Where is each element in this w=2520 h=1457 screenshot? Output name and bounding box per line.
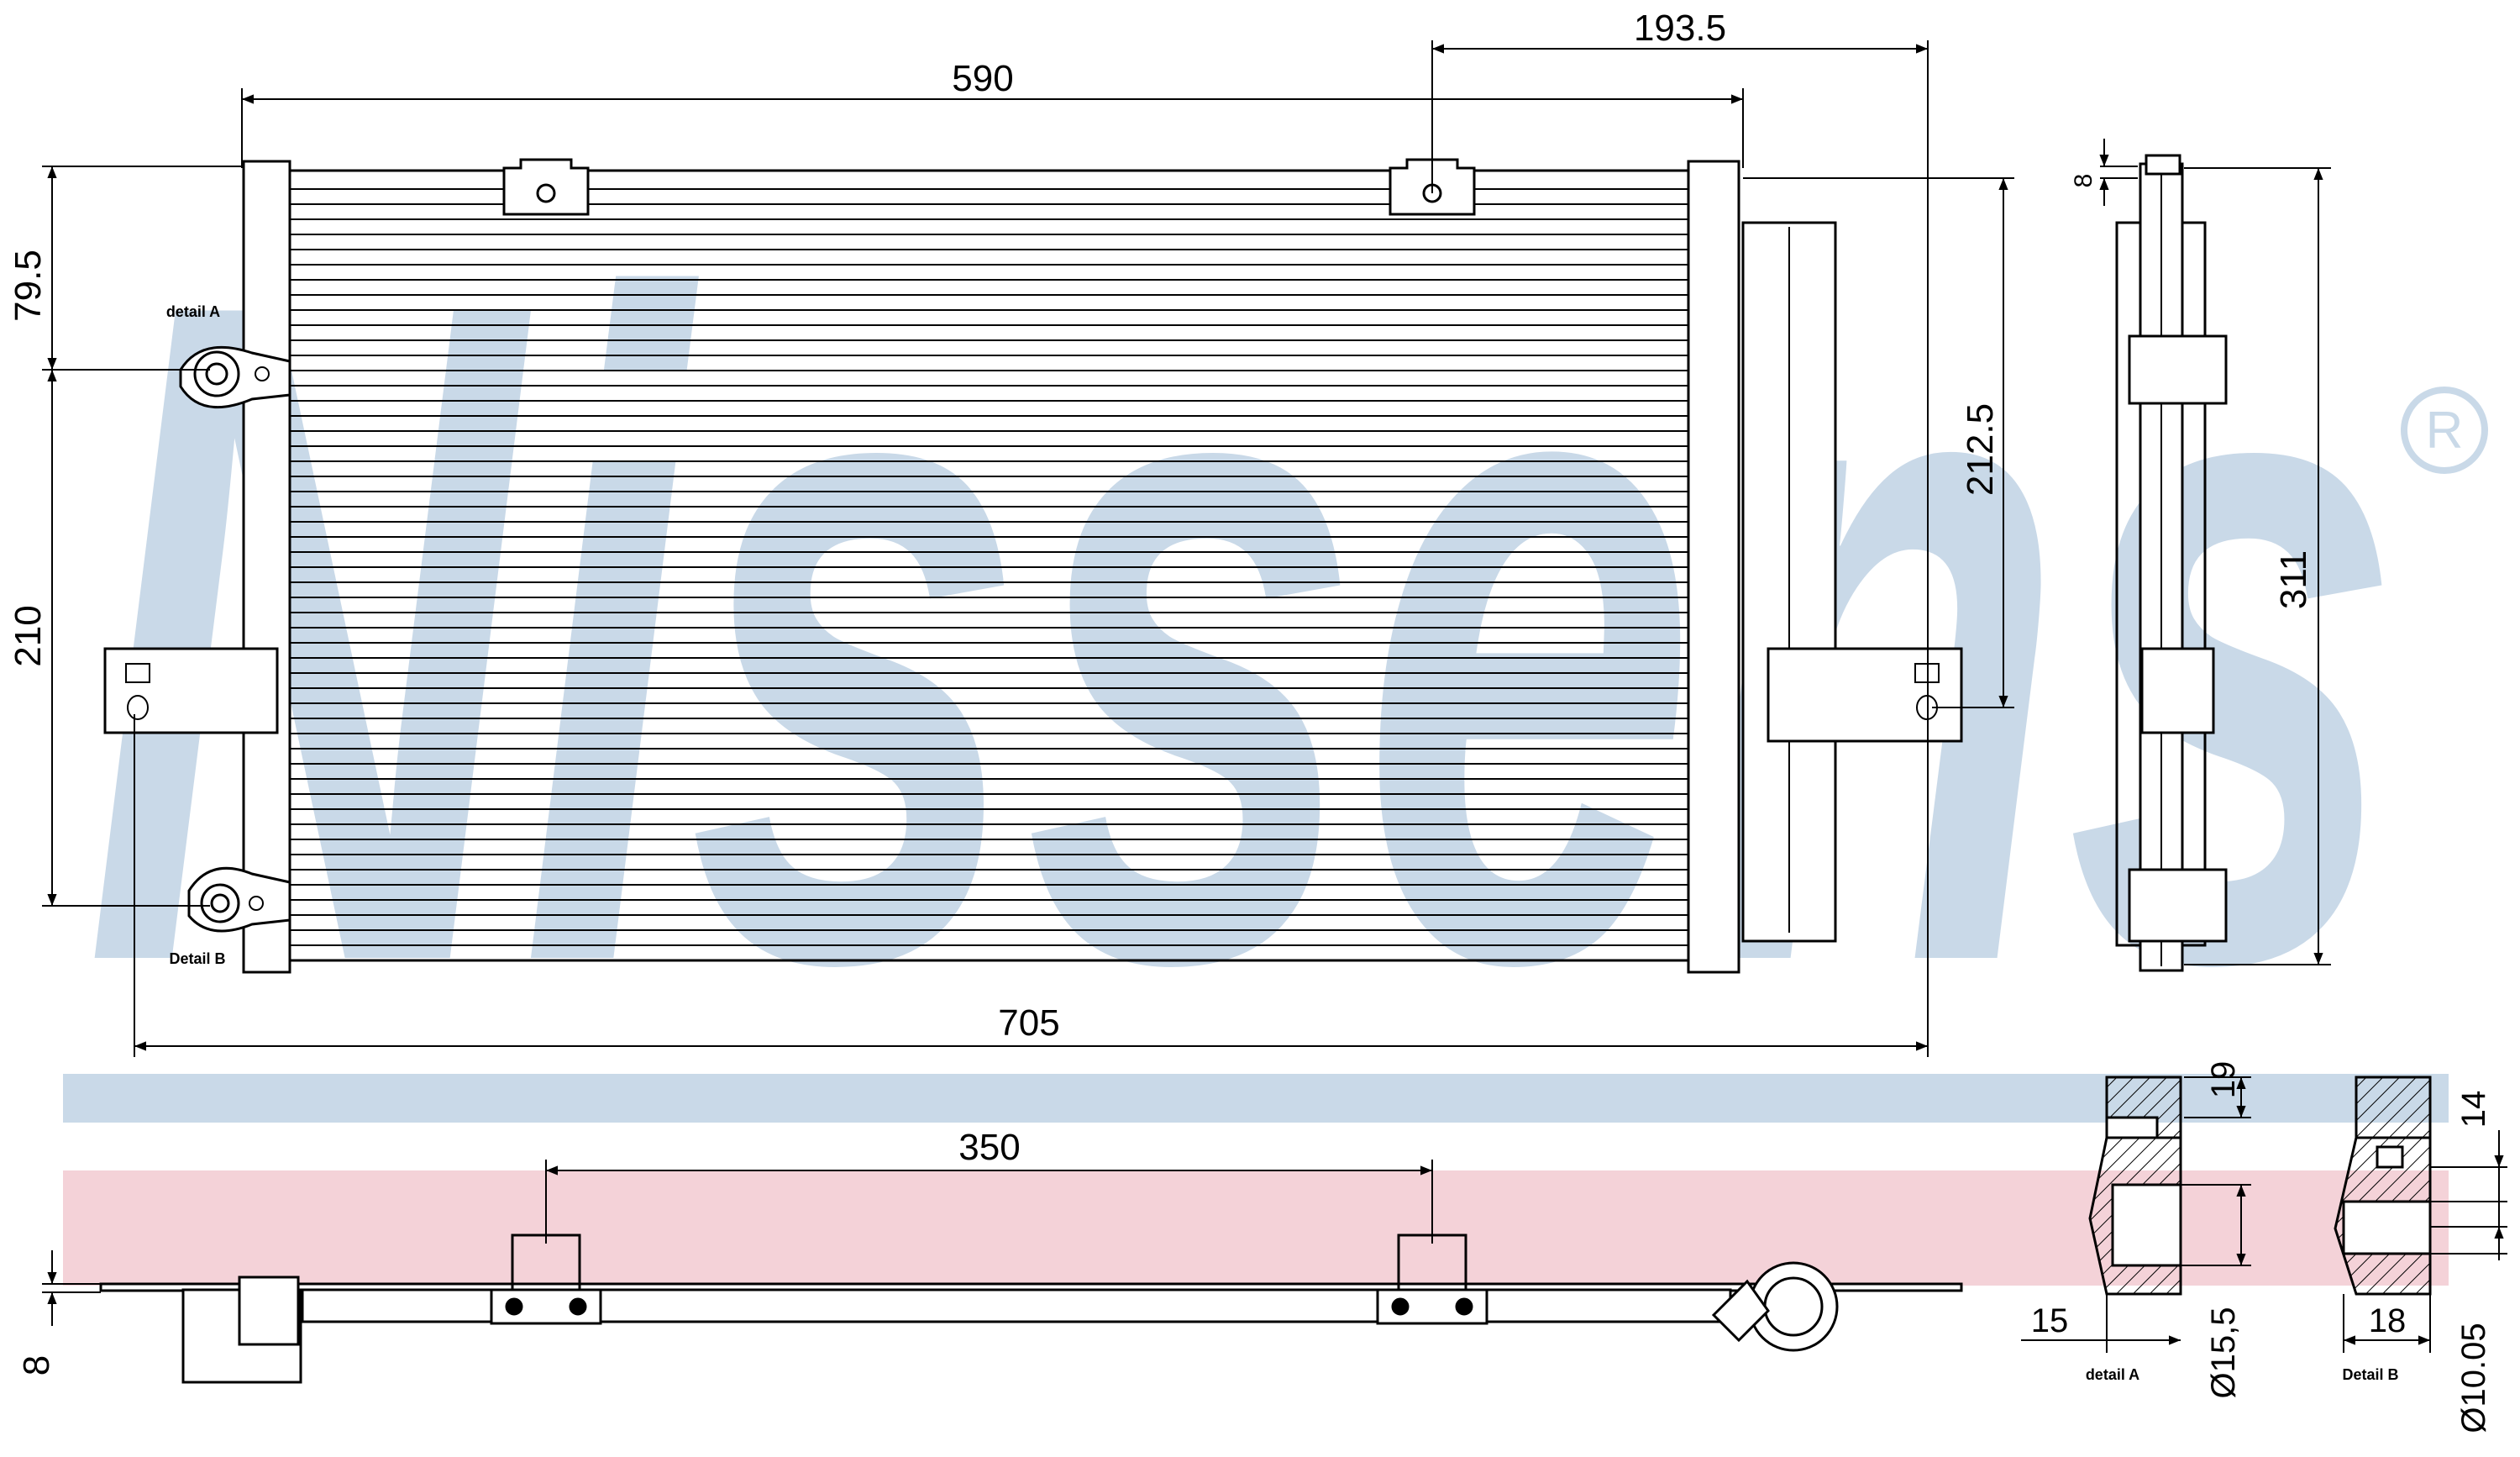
- right-side-bracket: [1767, 647, 1963, 743]
- registered-mark-r: R: [2426, 402, 2464, 460]
- label-section-detail-b: Detail B: [2342, 1366, 2398, 1383]
- core-tubes: [286, 188, 1693, 946]
- condenser-side-view: [2099, 139, 2331, 972]
- front-dimension-text: 590 193.5 705 79.5 210 212.5 detail A De…: [8, 8, 2001, 1044]
- dim-bracket-spacing: 350: [958, 1127, 1020, 1168]
- dim-top-right-offset: 193.5: [1634, 8, 1726, 49]
- dim-bottom-thickness: 8: [16, 1355, 57, 1375]
- condenser-bottom-view: [42, 1160, 1963, 1384]
- dim-side-top-tab: 8: [2070, 174, 2097, 188]
- dim-right-bracket-height: 212.5: [1960, 403, 2001, 496]
- left-side-bracket: [103, 647, 279, 734]
- dim-left-upper-height: 79.5: [8, 250, 49, 322]
- detail-a-diameter: Ø15,5: [2205, 1307, 2242, 1399]
- bottom-dimension-text: 350 8: [16, 1127, 1021, 1375]
- dim-top-width: 590: [952, 58, 1013, 99]
- fitting-detail-a: [179, 345, 291, 409]
- watermark-blue-band: [63, 1074, 2449, 1123]
- right-tank: [1687, 160, 1740, 974]
- detail-b-depth: 18: [2369, 1302, 2407, 1339]
- dim-side-height: 311: [2273, 550, 2314, 609]
- dim-left-lower-height: 210: [8, 605, 49, 666]
- registered-mark-circle: [2401, 387, 2488, 474]
- label-front-detail-b: Detail B: [169, 950, 225, 967]
- label-front-detail-a: detail A: [166, 303, 220, 320]
- front-dimensions: [42, 40, 2014, 1057]
- section-detail-b-text: 14 18 Ø10.05 Detail B: [2342, 1091, 2492, 1433]
- left-tank: [242, 160, 291, 974]
- top-bracket-left: [502, 158, 590, 216]
- section-detail-b: [2334, 1076, 2507, 1353]
- detail-b-height: 14: [2455, 1091, 2492, 1128]
- dim-overall-width: 705: [998, 1002, 1059, 1044]
- detail-a-height: 19: [2205, 1061, 2242, 1099]
- label-section-detail-a: detail A: [2086, 1366, 2139, 1383]
- fitting-detail-b: [187, 866, 291, 933]
- detail-a-depth: 15: [2031, 1302, 2069, 1339]
- condenser-front-view: [103, 158, 1963, 974]
- side-dimension-text: 311 8: [2070, 174, 2314, 609]
- watermark-pink-band: [63, 1170, 2449, 1286]
- brand-watermark: Nissens R: [63, 107, 2488, 1286]
- section-detail-a: [2021, 1076, 2251, 1353]
- section-detail-a-text: 19 15 Ø15,5 detail A: [2031, 1061, 2242, 1399]
- detail-b-diameter: Ø10.05: [2455, 1323, 2492, 1433]
- brand-watermark-text: Nissens: [84, 107, 2402, 1158]
